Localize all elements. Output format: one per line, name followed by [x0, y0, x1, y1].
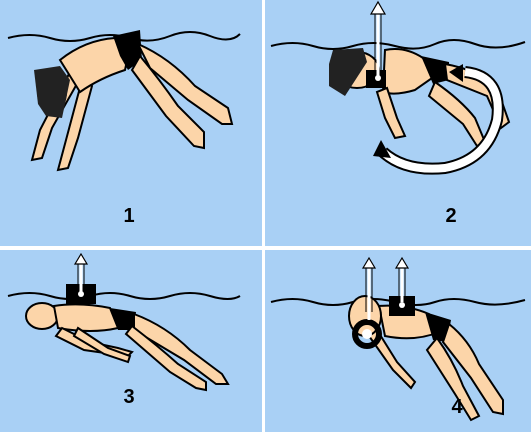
panel-2-drawing	[265, 0, 531, 246]
swimmer-turning-face-icon	[349, 296, 503, 420]
water-surface-line	[8, 293, 240, 299]
panel-1: 1	[0, 0, 262, 246]
up-arrow-icon	[396, 258, 408, 302]
step-label-4: 4	[442, 396, 472, 419]
step-label-2: 2	[436, 205, 466, 228]
swimmer-diving-icon	[32, 30, 232, 170]
panel-3: 3	[0, 250, 262, 432]
swimmer-rolling-icon	[329, 48, 509, 146]
water-surface-line	[271, 40, 525, 49]
step-label-3: 3	[114, 386, 144, 409]
swimmer-floating-icon	[26, 303, 228, 390]
panel-4: 4	[265, 250, 531, 432]
panel-2: 2	[265, 0, 531, 246]
panel-4-drawing	[265, 250, 531, 432]
air-pocket-float-icon	[366, 70, 386, 88]
step-label-1: 1	[114, 205, 144, 228]
